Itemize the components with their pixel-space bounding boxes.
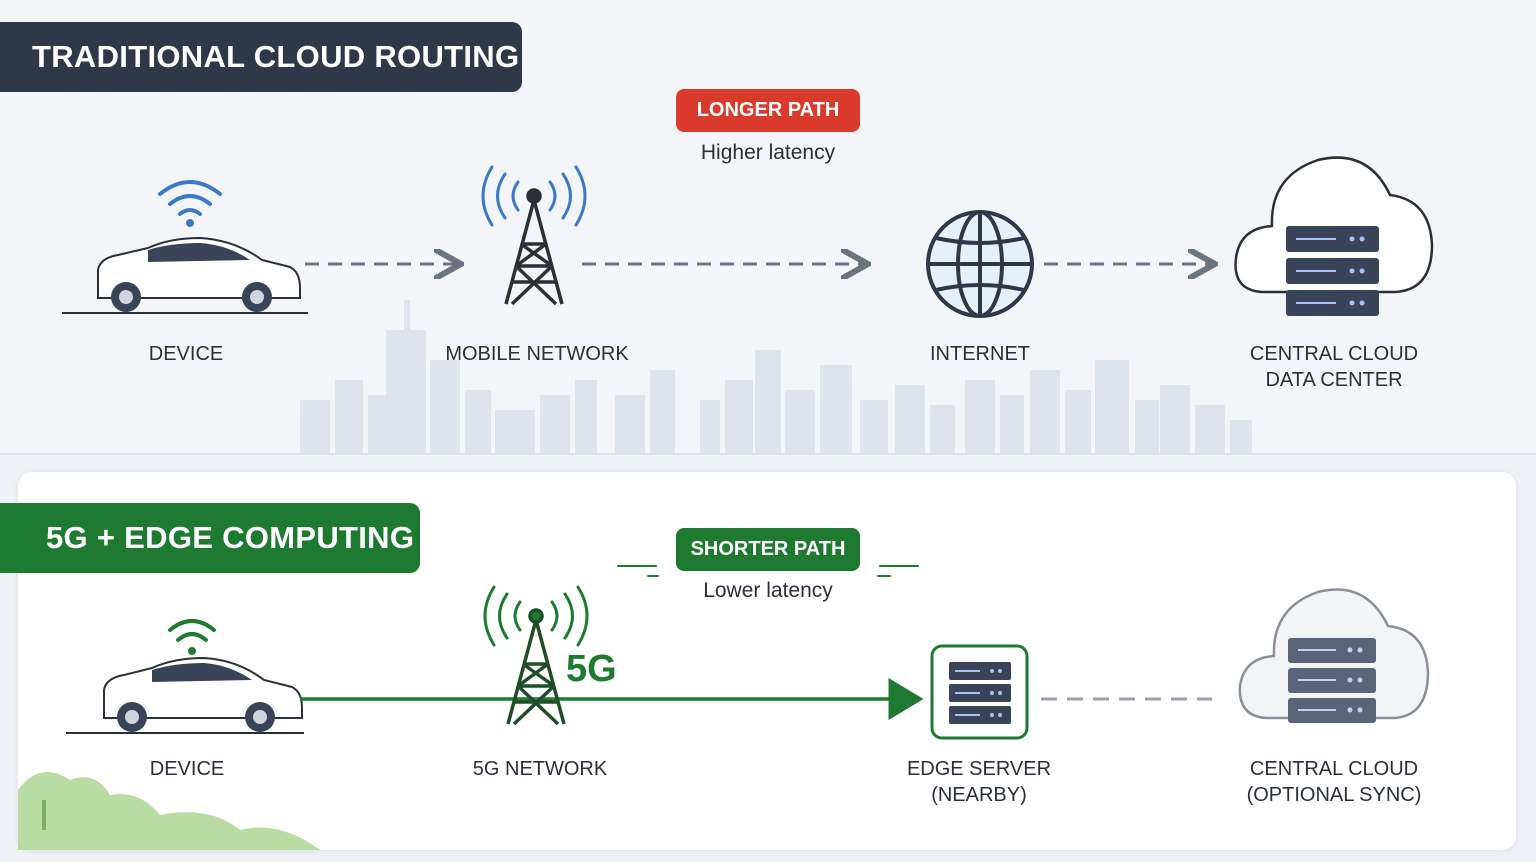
5g-tower-icon	[506, 608, 566, 726]
label-mobile-network: MOBILE NETWORK	[445, 343, 629, 365]
edge-title: 5G + EDGE COMPUTING	[0, 503, 420, 573]
label-central-cloud-bottom: CENTRAL CLOUD (OPTIONAL SYNC)	[1204, 756, 1464, 808]
edge-server-icon	[930, 644, 1029, 740]
label-edge-server: EDGE SERVER (NEARBY)	[849, 756, 1109, 808]
tree-decoration	[18, 772, 320, 850]
globe-icon	[926, 210, 1034, 318]
server-rack-icon-bottom	[1288, 638, 1376, 723]
cell-tower-icon	[504, 188, 564, 306]
speed-lines-icon	[617, 565, 919, 577]
label-device: DEVICE	[148, 343, 224, 365]
car-icon	[62, 236, 308, 314]
wifi-icon	[158, 180, 222, 227]
label-edge-server-line2: (NEARBY)	[931, 784, 1027, 806]
label-device-bottom: DEVICE	[149, 758, 225, 780]
label-central-cloud-bottom-line1: CENTRAL CLOUD	[1249, 758, 1419, 780]
city-skyline	[300, 300, 1252, 455]
label-central-cloud: CENTRAL CLOUD DATA CENTER	[1204, 341, 1464, 393]
label-central-cloud-line2: DATA CENTER	[1265, 369, 1403, 391]
lower-latency-note: Lower latency	[703, 579, 833, 602]
signal-waves-icon-green	[483, 585, 589, 647]
shorter-path-badge: SHORTER PATH	[676, 528, 860, 571]
traditional-title: TRADITIONAL CLOUD ROUTING	[0, 22, 522, 92]
higher-latency-note: Higher latency	[700, 141, 836, 164]
longer-path-badge: LONGER PATH	[676, 89, 860, 132]
label-5g-network: 5G NETWORK	[472, 758, 608, 780]
signal-waves-icon	[481, 165, 587, 227]
label-central-cloud-bottom-line2: (OPTIONAL SYNC)	[1246, 784, 1422, 806]
5g-tag: 5G	[566, 648, 617, 690]
label-edge-server-line1: EDGE SERVER	[906, 758, 1052, 780]
label-central-cloud-line1: CENTRAL CLOUD	[1249, 343, 1419, 365]
server-rack-icon	[1286, 226, 1379, 316]
wifi-icon-green	[168, 619, 216, 655]
label-internet: INTERNET	[930, 343, 1030, 365]
car-icon-bottom	[66, 656, 304, 734]
cloud-icon	[1234, 156, 1434, 294]
